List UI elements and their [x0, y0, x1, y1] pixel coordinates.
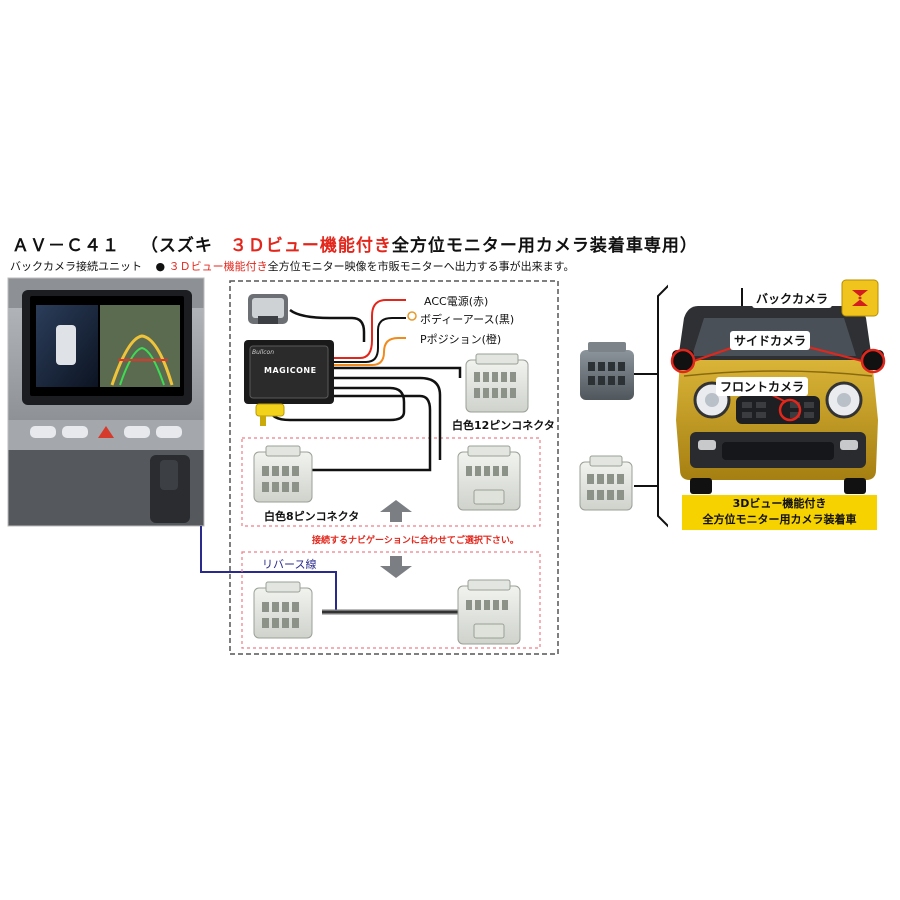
subtitle-highlight: ３Ｄビュー機能付き	[168, 260, 268, 273]
unit-name: バックカメラ接続ユニット	[10, 260, 142, 273]
subtitle: バックカメラ接続ユニット ● ３Ｄビュー機能付き全方位モニター映像を市販モニター…	[10, 258, 575, 274]
acc-wire-label: ACC電源(赤)	[424, 295, 489, 308]
title-paren-open: （スズキ	[140, 236, 213, 256]
subtitle-rest: 全方位モニター映像を市販モニターへ出力する事が出来ます。	[267, 260, 575, 273]
side-camera-label: サイドカメラ	[730, 331, 811, 350]
kit-outline	[229, 280, 559, 655]
title-rest: 全方位モニター用カメラ装着車専用）	[391, 236, 698, 256]
suzuki-logo	[841, 279, 879, 317]
select-arrows	[380, 500, 412, 578]
front-camera-label: フロントカメラ	[716, 377, 809, 396]
small-connector-icon	[248, 294, 288, 324]
device-name: MAGICONE	[264, 366, 317, 375]
white-12pin-label: 白色12ピンコネクタ	[452, 419, 555, 432]
banner-line2: 全方位モニター用カメラ装着車	[702, 513, 857, 526]
reverse-wire-label: リバース線	[262, 558, 317, 571]
page-title: ＡＶ－Ｃ４１ （スズキ ３Ｄビュー機能付き全方位モニター用カメラ装着車専用）	[12, 231, 698, 256]
gray-vehicle-connector	[580, 342, 634, 400]
white-12pin-connector	[465, 353, 529, 413]
white-8pin-connector-upper	[253, 445, 313, 503]
hazard-icon	[98, 426, 114, 438]
earth-wire	[334, 317, 406, 363]
title-highlight: ３Ｄビュー機能付き	[229, 236, 392, 256]
option-box-lower	[241, 551, 541, 649]
option-box-upper	[241, 437, 541, 527]
car-interior-photo	[7, 277, 205, 527]
white-connector-upper-right	[457, 445, 521, 511]
vehicle-banner: 3Dビュー機能付き 全方位モニター用カメラ装着車	[682, 495, 877, 530]
bullet-icon: ●	[155, 260, 166, 273]
model-number: ＡＶ－Ｃ４１	[12, 236, 120, 256]
device-brand: Bullcon	[252, 349, 275, 356]
front-camera-marker	[778, 398, 802, 422]
acc-wire	[334, 299, 406, 359]
white-connector-lower-right	[457, 579, 521, 645]
harness-wires	[289, 308, 462, 472]
arrow-down-icon	[380, 556, 412, 578]
banner-line1: 3Dビュー機能付き	[732, 497, 827, 510]
white-vehicle-connector	[579, 455, 633, 511]
bracket	[657, 283, 671, 529]
body-earth-label: ボディーアース(黒)	[420, 313, 515, 326]
arrow-up-icon	[380, 500, 412, 522]
reverse-wire-line	[200, 526, 337, 612]
white-8pin-label: 白色8ピンコネクタ	[264, 510, 360, 523]
rca-plug-icon	[255, 403, 285, 426]
monitor-rearview	[100, 305, 180, 387]
p-position-wire	[334, 337, 406, 366]
white-8pin-connector-lower	[253, 581, 313, 639]
back-camera-label: バックカメラ	[752, 289, 833, 308]
magicone-unit	[244, 340, 334, 404]
earth-terminal-icon	[407, 311, 417, 321]
p-position-label: Pポジション(橙)	[420, 333, 502, 346]
selection-note: 接続するナビゲーションに合わせてご選択下さい。	[312, 536, 519, 546]
